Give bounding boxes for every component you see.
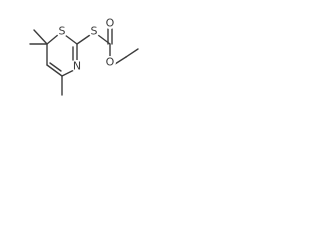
bond-c6-s1 [46,33,60,45]
thio-sulfur-label: S [91,25,98,38]
molecule-structure: S S N O O [29,17,139,96]
carbonyl-oxygen-label: O [106,17,115,30]
bond-ester-o-ch2 [114,56,127,65]
bond-c2-s [76,34,91,45]
bond-c4-c5-double [49,62,62,72]
atom-labels: S S N O O [56,17,116,73]
bond-c6-methyl-a [33,29,48,45]
ring-sulfur-label: S [59,25,66,38]
bond-ch2-ch3 [125,48,139,58]
bond-s1-c2 [64,34,78,45]
bond-c4-c5 [46,64,63,77]
ester-oxygen-label: O [106,56,115,69]
bond-n3-c4 [61,69,75,77]
bonds [29,27,139,96]
ring-nitrogen-label: N [73,60,81,73]
